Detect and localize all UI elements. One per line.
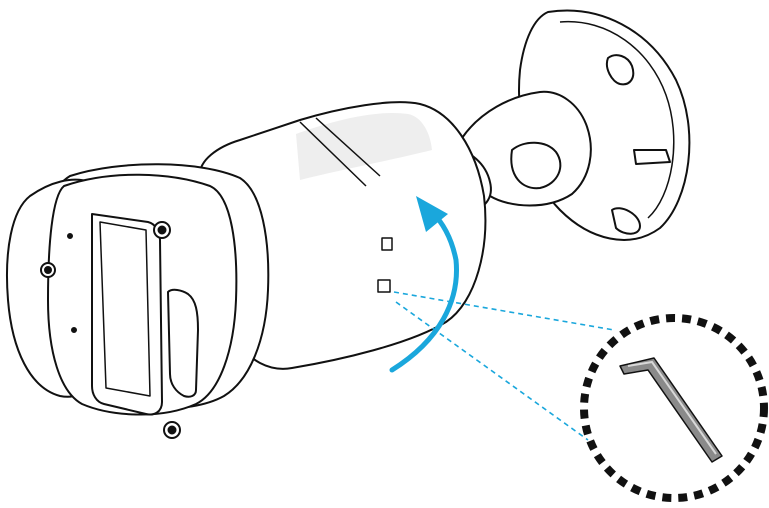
camera-sensor-dot-1	[67, 233, 73, 239]
camera-front-glass-inner	[99, 221, 151, 397]
rotate-arrow-head	[416, 196, 448, 232]
camera-screw-top-inner	[157, 225, 167, 235]
hex-key-highlight	[627, 360, 717, 455]
rotate-arrow-shaft	[389, 209, 459, 373]
camera-screw-left-inner	[44, 266, 52, 274]
rotate-arrow	[389, 196, 459, 373]
bullet-camera	[5, 101, 487, 439]
camera-sensor-dot-2	[71, 327, 77, 333]
camera-front-glass	[91, 213, 163, 416]
camera-ir-window	[167, 288, 199, 398]
leader-line-lower	[395, 301, 589, 441]
hex-key-callout	[580, 314, 768, 502]
mount-neck-joint	[510, 141, 562, 190]
hex-key-body	[619, 357, 723, 463]
mount-slot-bottom	[611, 207, 641, 235]
camera-lock-screw	[377, 237, 393, 293]
mount-slot-mid	[633, 149, 671, 165]
camera-sunshield-edge	[299, 117, 381, 187]
camera-screw-bottom-inner	[167, 425, 177, 435]
mount-base-rim	[559, 20, 675, 219]
mount-slot-top	[606, 54, 635, 86]
callout-leader-lines	[393, 291, 615, 441]
leader-line-upper	[393, 291, 615, 331]
hex-key-icon	[619, 357, 723, 463]
